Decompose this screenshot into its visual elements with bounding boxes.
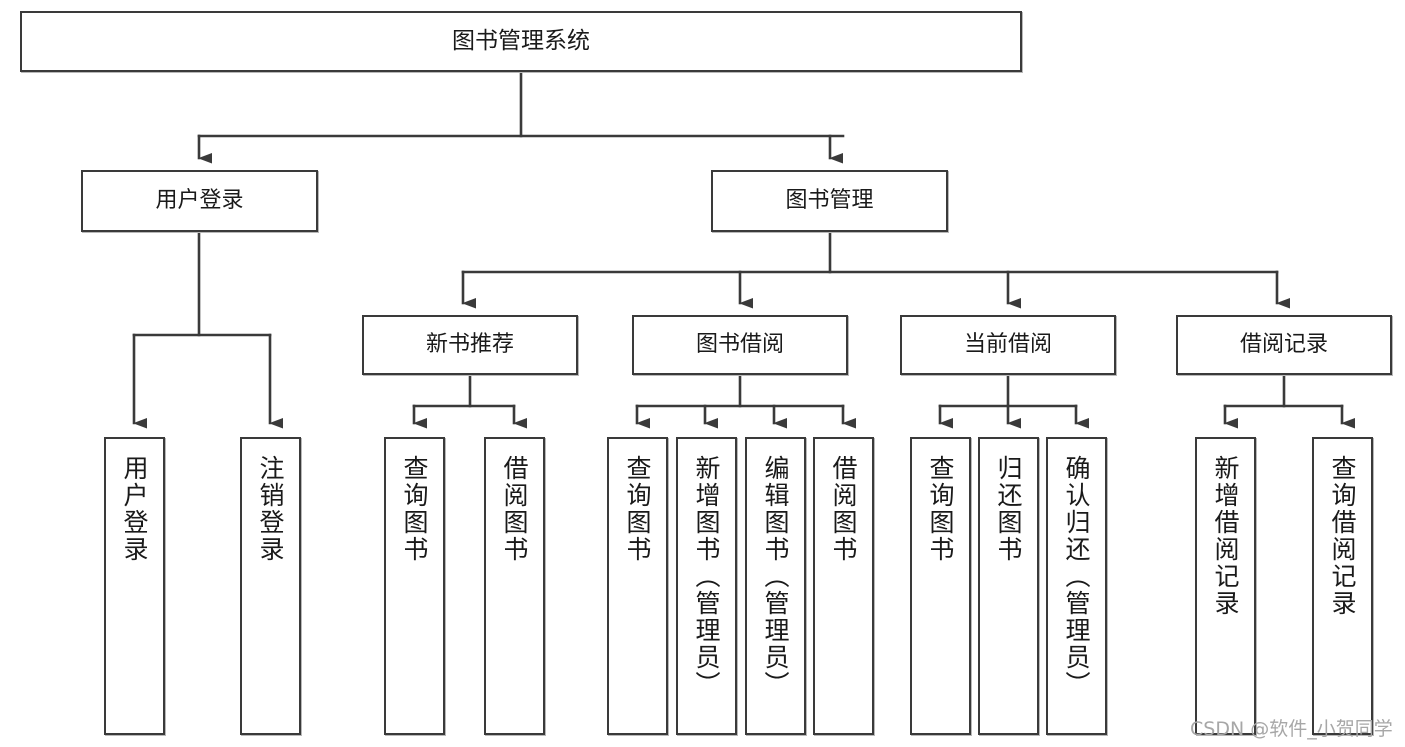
node-current-borrow[interactable]: 当前借阅 [900, 315, 1116, 375]
node-leaf-query-record-label: 查询借阅记录 [1328, 455, 1357, 617]
node-current-borrow-label: 当前借阅 [963, 332, 1052, 358]
node-leaf-user-logout[interactable]: 注销登录 [240, 437, 301, 735]
node-leaf-query-book-3-label: 查询图书 [926, 455, 955, 563]
node-leaf-add-record-label: 新增借阅记录 [1211, 455, 1240, 617]
node-root[interactable]: 图书管理系统 [20, 11, 1022, 72]
node-book-borrow-label: 图书借阅 [695, 332, 784, 358]
node-leaf-borrow-book-2-label: 借阅图书 [829, 455, 858, 563]
node-leaf-confirm-return[interactable]: 确认归还（管理员） [1046, 437, 1107, 735]
node-leaf-user-logout-label: 注销登录 [256, 455, 285, 563]
node-leaf-confirm-return-label: 确认归还（管理员） [1062, 455, 1091, 698]
watermark: CSDN @软件_小贺同学 [1190, 718, 1393, 740]
node-borrow-record-label: 借阅记录 [1239, 332, 1328, 358]
node-book-management-label: 图书管理 [785, 188, 874, 214]
node-new-book-recommend[interactable]: 新书推荐 [362, 315, 578, 375]
node-borrow-record[interactable]: 借阅记录 [1176, 315, 1392, 375]
node-leaf-query-record[interactable]: 查询借阅记录 [1312, 437, 1373, 735]
node-leaf-query-book-2-label: 查询图书 [623, 455, 652, 563]
node-leaf-edit-book[interactable]: 编辑图书（管理员） [745, 437, 806, 735]
node-leaf-borrow-book-1[interactable]: 借阅图书 [484, 437, 545, 735]
node-leaf-add-book-label: 新增图书（管理员） [692, 455, 721, 698]
node-leaf-query-book-2[interactable]: 查询图书 [607, 437, 668, 735]
node-leaf-return-book[interactable]: 归还图书 [978, 437, 1039, 735]
node-book-management[interactable]: 图书管理 [711, 170, 948, 232]
node-leaf-query-book-1[interactable]: 查询图书 [384, 437, 445, 735]
node-leaf-add-record[interactable]: 新增借阅记录 [1195, 437, 1256, 735]
node-user-login[interactable]: 用户登录 [81, 170, 318, 232]
node-leaf-edit-book-label: 编辑图书（管理员） [761, 455, 790, 698]
node-leaf-borrow-book-1-label: 借阅图书 [500, 455, 529, 563]
node-new-book-recommend-label: 新书推荐 [425, 332, 514, 358]
node-leaf-user-login[interactable]: 用户登录 [104, 437, 165, 735]
node-user-login-label: 用户登录 [155, 188, 244, 214]
node-leaf-query-book-3[interactable]: 查询图书 [910, 437, 971, 735]
node-leaf-user-login-label: 用户登录 [120, 455, 149, 563]
node-leaf-add-book[interactable]: 新增图书（管理员） [676, 437, 737, 735]
node-root-label: 图书管理系统 [452, 27, 590, 54]
node-leaf-borrow-book-2[interactable]: 借阅图书 [813, 437, 874, 735]
node-leaf-return-book-label: 归还图书 [994, 455, 1023, 563]
node-leaf-query-book-1-label: 查询图书 [400, 455, 429, 563]
node-book-borrow[interactable]: 图书借阅 [632, 315, 848, 375]
